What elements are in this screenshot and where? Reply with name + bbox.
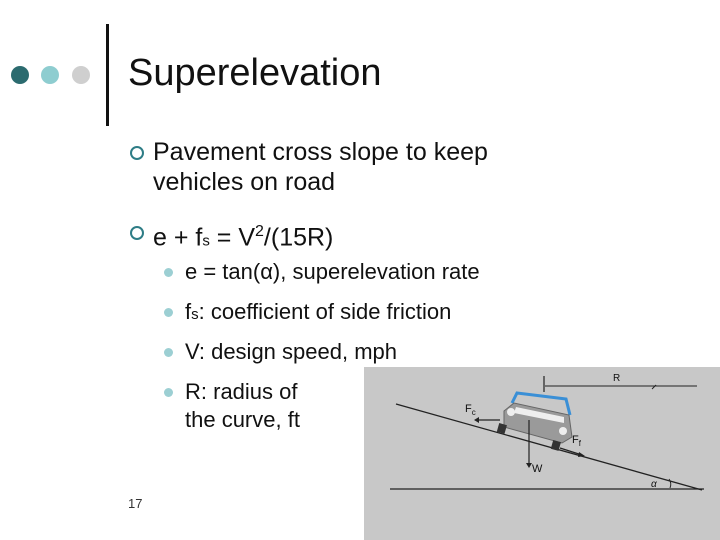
fc-label: Fc (465, 403, 476, 417)
sub-bullet-2: fs: coefficient of side friction (185, 299, 452, 324)
ff-arrow (559, 447, 583, 456)
bullet-dot-icon (164, 308, 173, 317)
slide-title: Superelevation (128, 52, 382, 94)
bullet-1-line1: Pavement cross slope to keep (153, 138, 488, 166)
bullet-dot-icon (164, 388, 173, 397)
bullet-1-line2: vehicles on road (153, 168, 336, 196)
bullet-1: Pavement cross slope to keep vehicles on… (153, 137, 488, 197)
w-label: W (532, 463, 543, 475)
bullet-dot-icon (164, 348, 173, 357)
r-label: R (613, 373, 620, 384)
bullet-circle-icon (130, 226, 144, 240)
sub-bullet-4: R: radius of the curve, ft (185, 378, 300, 434)
alpha-label: α (651, 479, 657, 490)
bullet-dot-icon (164, 268, 173, 277)
bullet-2-formula: e + fs = V2/(15R) (153, 223, 334, 252)
page-number: 17 (128, 496, 143, 511)
decor-dot-grey (72, 66, 90, 84)
car-icon (496, 391, 573, 451)
decor-dot-light (41, 66, 59, 84)
road-slope-line (395, 403, 703, 491)
sub-bullet-4-line2: the curve, ft (185, 407, 300, 432)
superelevation-diagram: R Fc W Ff α (364, 367, 720, 540)
decor-dot-dark (11, 66, 29, 84)
sub-bullet-3: V: design speed, mph (185, 339, 397, 364)
title-divider (106, 24, 109, 126)
sub-bullet-1: e = tan(α), superelevation rate (185, 259, 480, 284)
ff-label: Ff (572, 434, 582, 448)
bullet-circle-icon (130, 146, 144, 160)
sub-bullet-4-line1: R: radius of (185, 379, 298, 404)
